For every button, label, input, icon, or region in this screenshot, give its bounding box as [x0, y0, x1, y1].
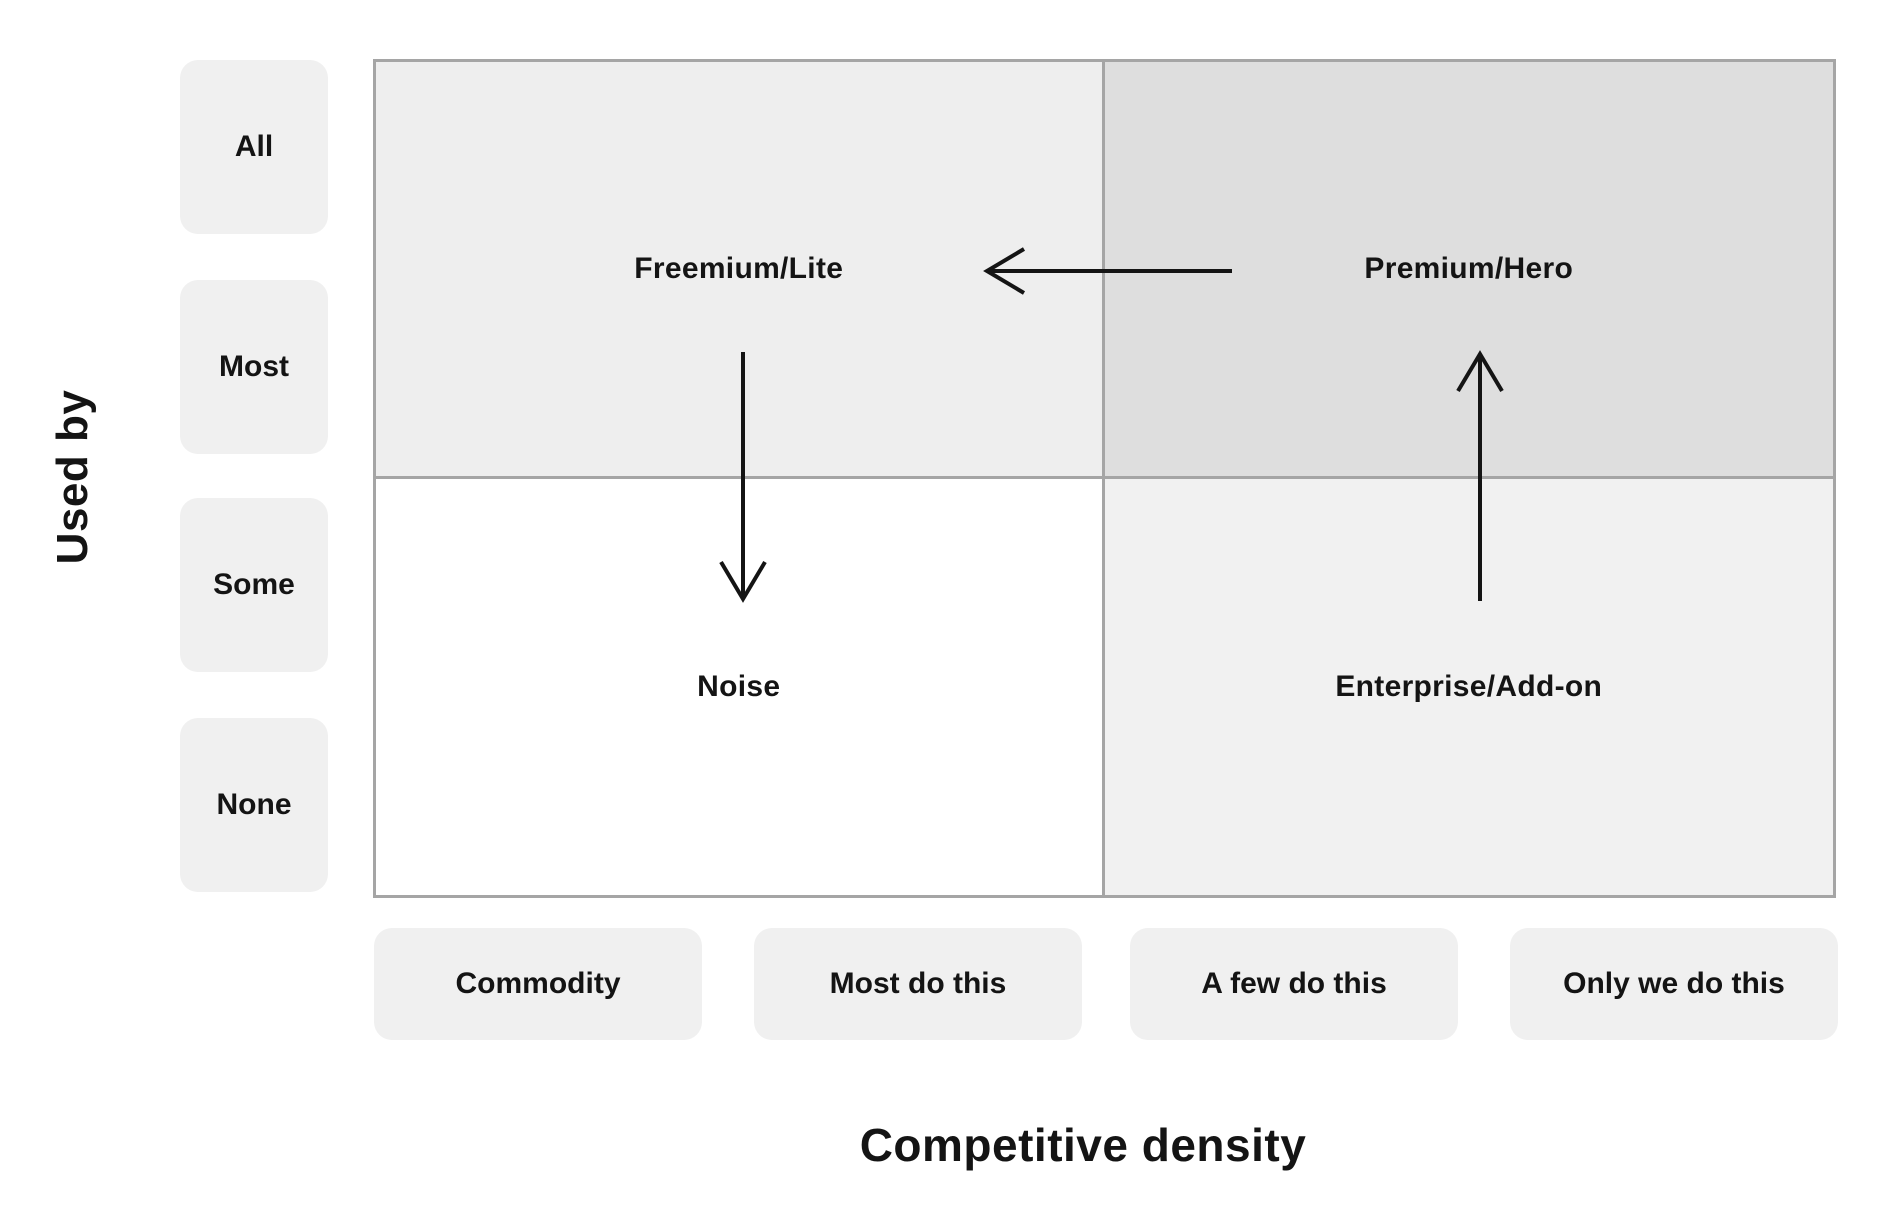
quadrant-label-premium-hero: Premium/Hero	[1364, 251, 1574, 285]
y-axis-label-some: Some	[180, 498, 328, 672]
y-axis-label-all: All	[180, 60, 328, 234]
x-axis-label-commodity: Commodity	[374, 928, 702, 1040]
quadrant-noise: Noise	[376, 478, 1105, 895]
x-axis-title: Competitive density	[859, 1119, 1307, 1171]
x-axis-label-only-we-do-this: Only we do this	[1510, 928, 1838, 1040]
quadrant-freemium-lite: Freemium/Lite	[376, 62, 1105, 479]
quadrant-label-noise: Noise	[697, 669, 781, 703]
quadrant-enterprise-addon: Enterprise/Add-on	[1104, 478, 1833, 895]
y-axis-label-none: None	[180, 718, 328, 892]
y-axis-label-most: Most	[180, 280, 328, 454]
quadrant-premium-hero: Premium/Hero	[1104, 62, 1833, 479]
x-axis-label-a-few-do-this: A few do this	[1130, 928, 1458, 1040]
quadrant-label-freemium-lite: Freemium/Lite	[634, 251, 844, 285]
y-axis-title: Used by	[48, 389, 97, 565]
matrix-grid: Freemium/Lite Premium/Hero Noise Enterpr…	[373, 59, 1836, 898]
quadrant-label-enterprise-addon: Enterprise/Add-on	[1335, 669, 1603, 703]
x-axis-label-most-do-this: Most do this	[754, 928, 1082, 1040]
